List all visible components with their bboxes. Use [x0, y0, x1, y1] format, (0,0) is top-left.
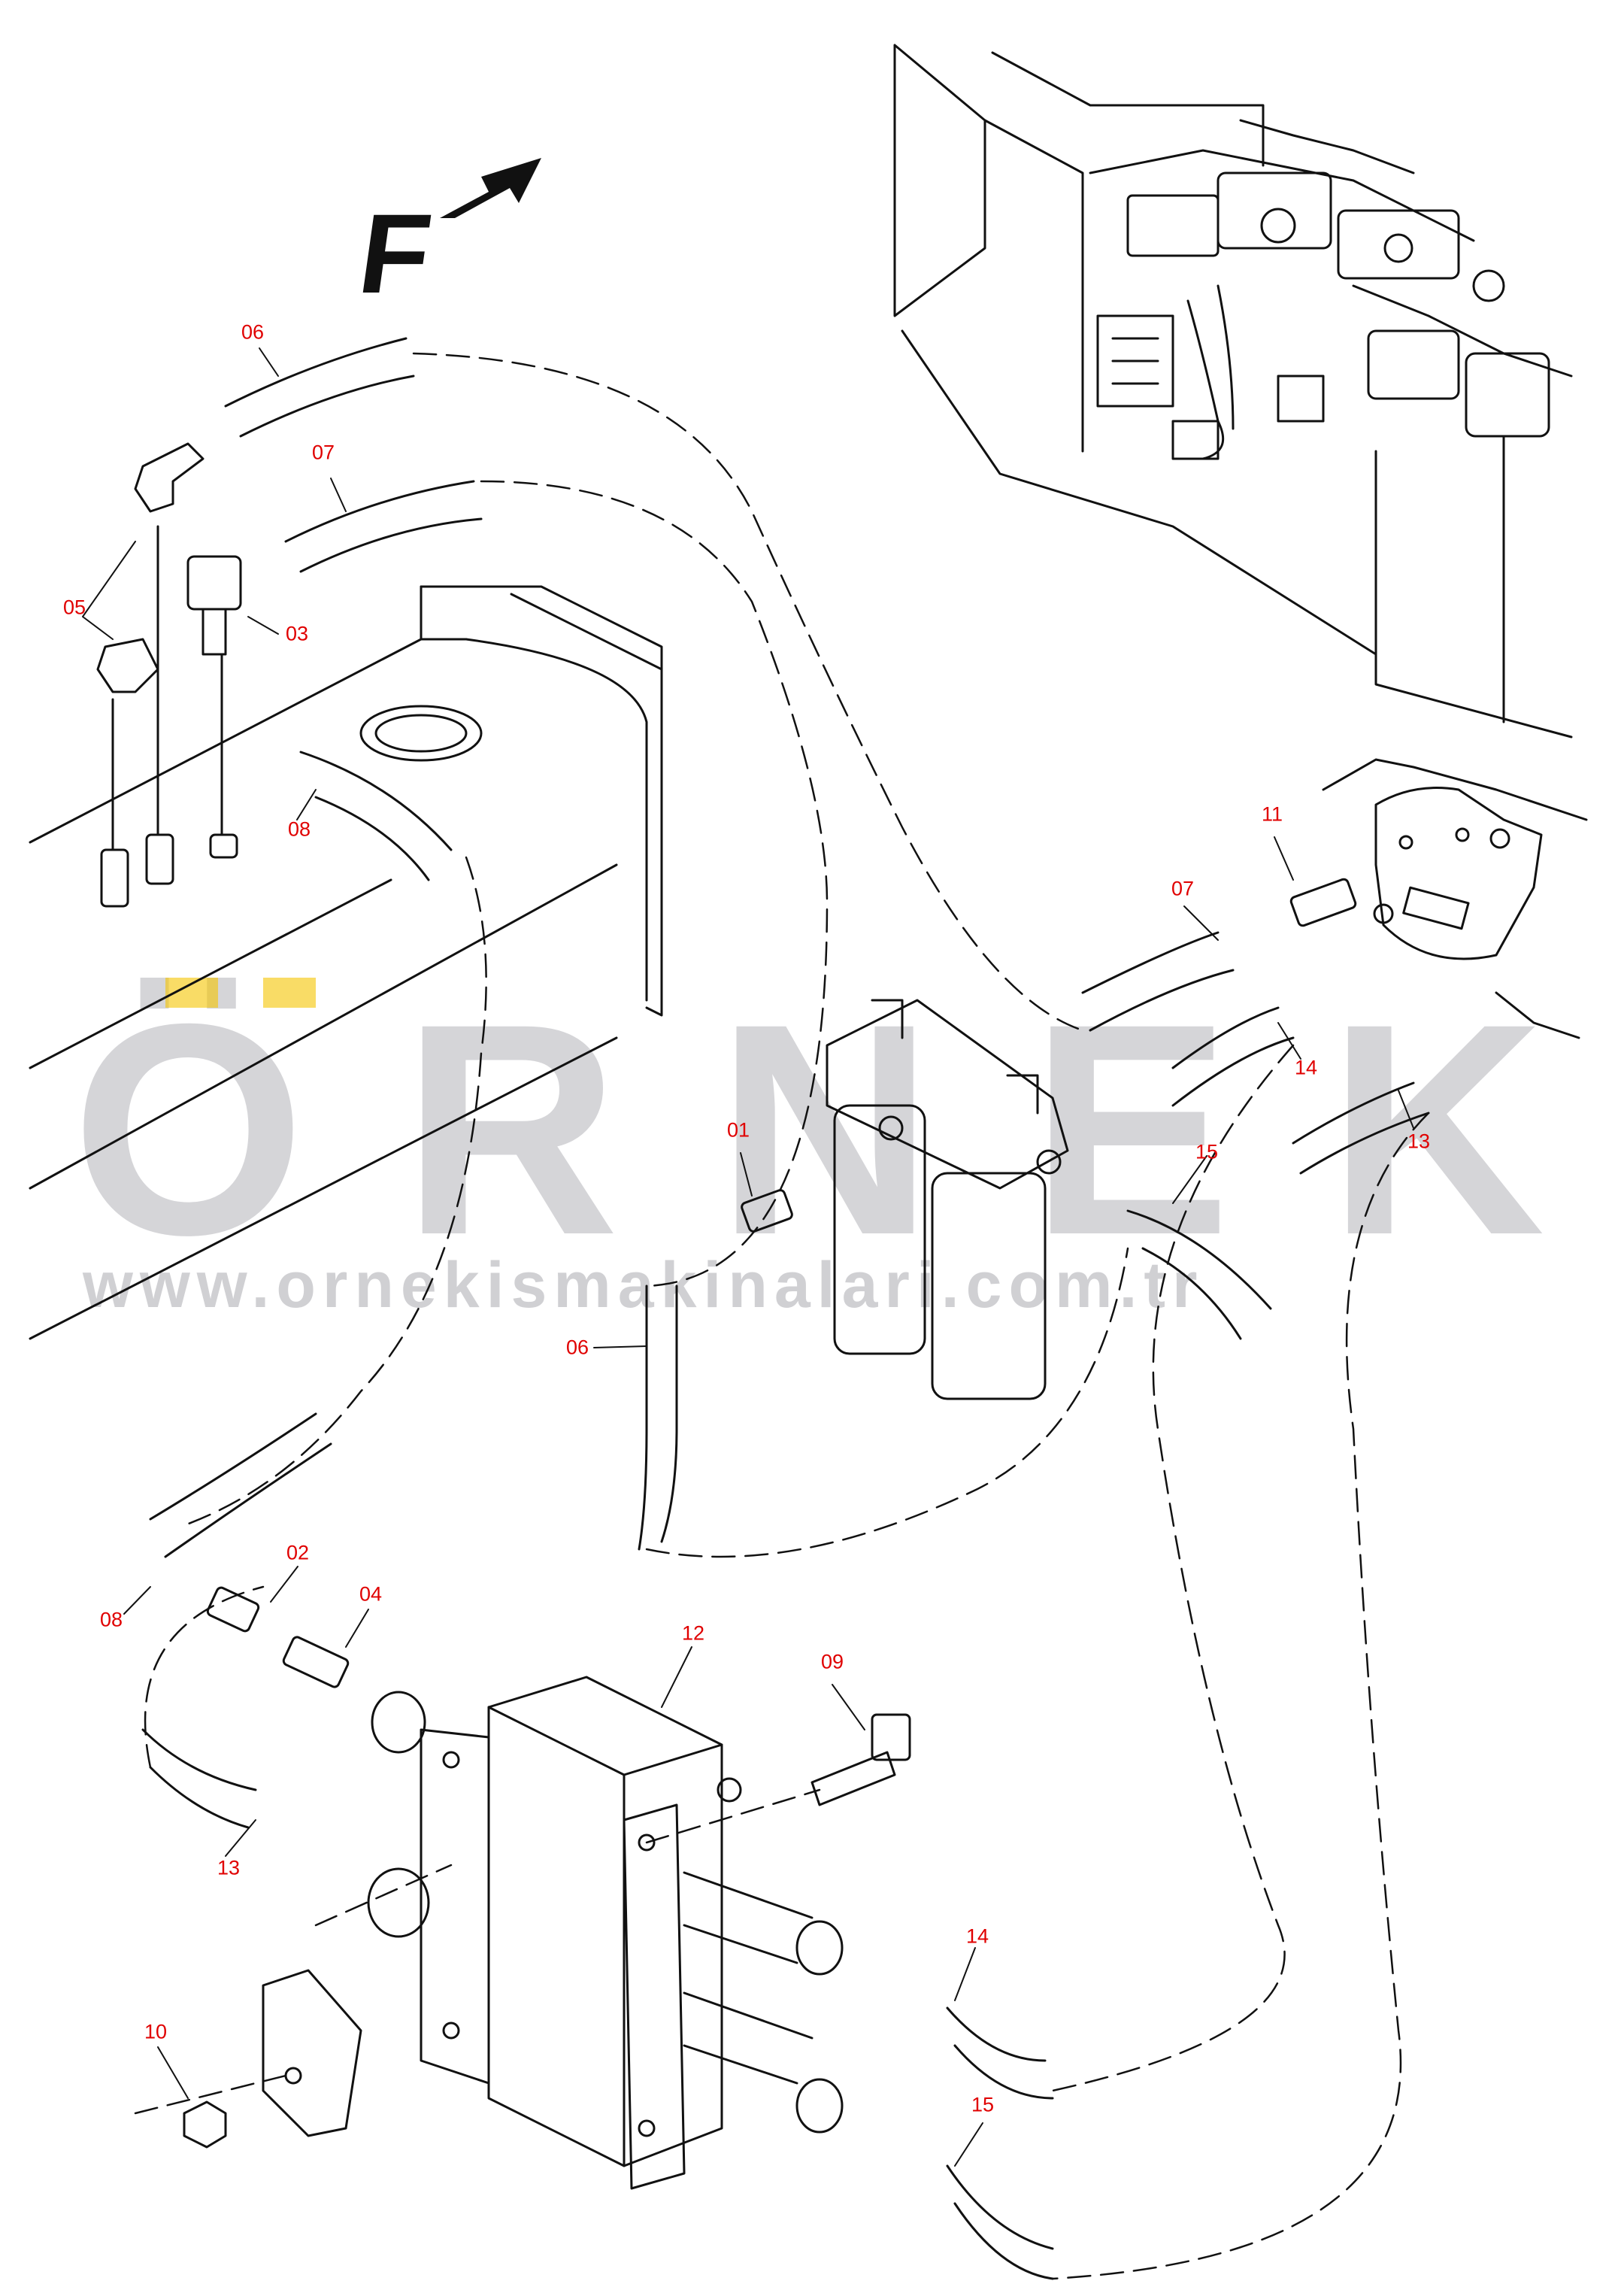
callout-07: 07 [311, 441, 335, 464]
callout-06: 06 [241, 320, 265, 344]
leader-lines [82, 347, 1414, 2167]
callout-14-bottom: 14 [965, 1924, 989, 1948]
callout-13-bottom: 13 [217, 1856, 241, 1879]
callout-02: 02 [286, 1541, 310, 1564]
callout-07-right: 07 [1171, 877, 1195, 900]
callout-14: 14 [1294, 1056, 1318, 1079]
valve-block [367, 1676, 844, 2190]
machine-outline-top-right [893, 44, 1573, 739]
hoses [141, 337, 1430, 2280]
callout-08-bottom: 08 [99, 1608, 123, 1631]
callout-15: 15 [1195, 1140, 1219, 1163]
callout-13: 13 [1407, 1130, 1431, 1153]
callout-04: 04 [359, 1582, 383, 1606]
callout-03: 03 [285, 622, 309, 645]
callout-09: 09 [820, 1650, 844, 1673]
watermark-accent-right [263, 978, 316, 1008]
small-bracket [262, 1969, 362, 2137]
callout-06-center: 06 [565, 1336, 589, 1359]
callout-15-bottom: 15 [971, 2093, 995, 2116]
filter-housing [826, 999, 1069, 1400]
watermark-logo: ÖRNEK [71, 978, 1545, 1263]
routing-lines [134, 352, 1430, 2280]
callout-10: 10 [144, 2020, 168, 2043]
watermark-url: www.ornekismakinalari.com.tr [83, 1249, 1204, 1321]
callout-01: 01 [726, 1118, 750, 1142]
callout-11: 11 [1261, 802, 1283, 826]
callout-12: 12 [681, 1621, 705, 1645]
callout-05: 05 [62, 596, 86, 619]
callout-08: 08 [287, 817, 311, 841]
fittings [96, 442, 1357, 2149]
direction-marker [440, 158, 541, 218]
mounting-plate-right [1322, 758, 1588, 1039]
tank-outline [29, 585, 663, 1340]
